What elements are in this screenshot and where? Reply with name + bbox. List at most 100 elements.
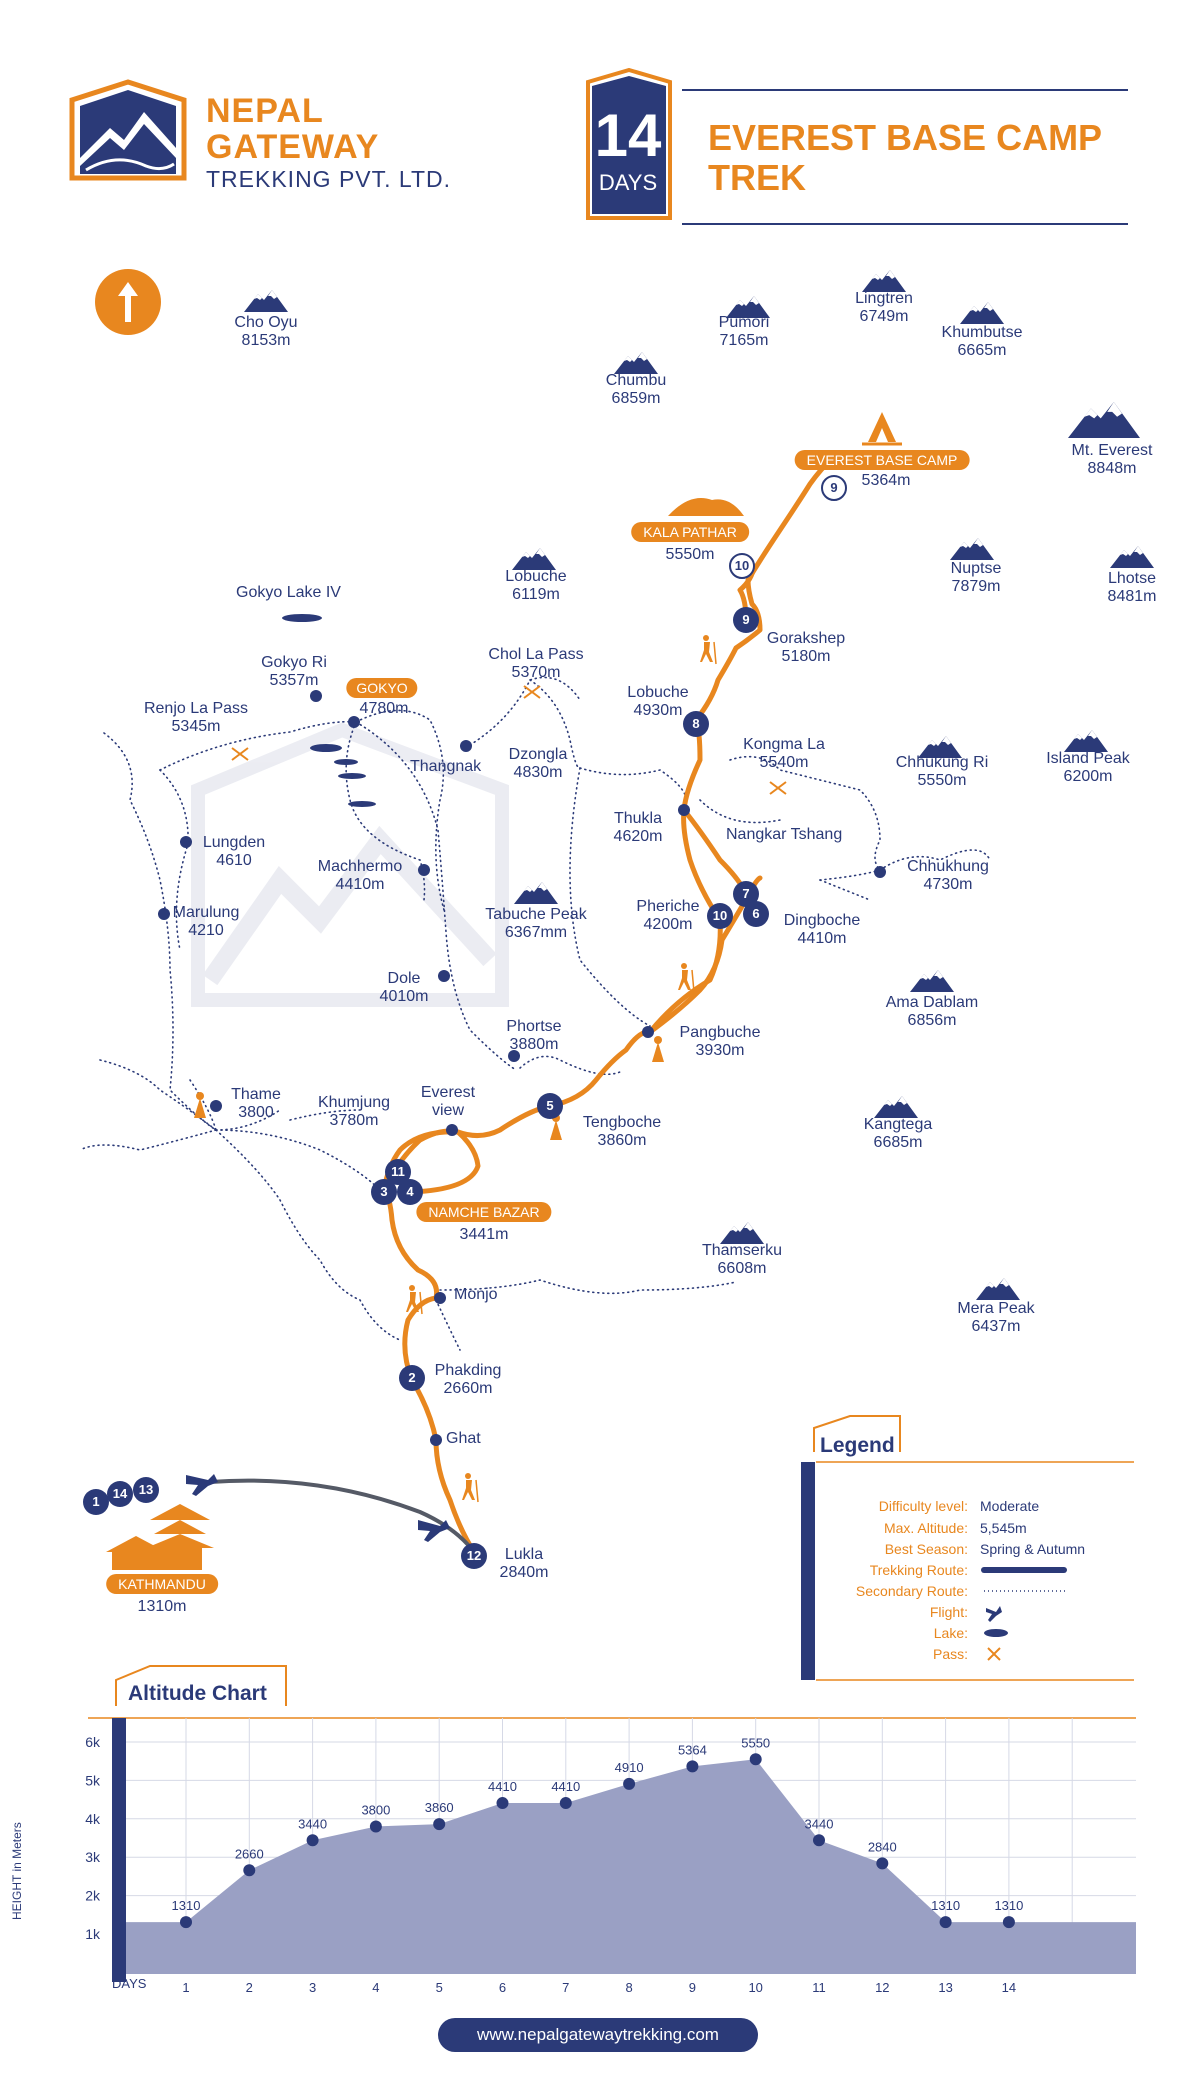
plane-icon [986,1606,1002,1622]
secondary-routes [79,676,991,1351]
day-11-namche: 11 [391,1164,405,1179]
logo-mountain-icon [69,79,187,181]
altitude-point [876,1857,889,1870]
x-tick-label: 9 [689,1980,696,1995]
lake-icon [282,614,376,807]
website-link[interactable]: www.nepalgatewaytrekking.com [438,2018,758,2052]
day-8-lobuche: 8 [692,716,700,731]
flight-route [209,1478,476,1554]
pass-icon [231,685,787,795]
altitude-point [813,1834,825,1847]
chart-tab [115,1665,287,1706]
altitude-point [306,1834,319,1847]
altitude-value-label: 1310 [172,1898,201,1913]
legend-key-max-altitude: Max. Altitude: [883,1520,968,1536]
x-tick-label: 8 [625,1980,632,1995]
legend-key-difficulty: Difficulty level: [878,1498,968,1514]
x-tick-label: 10 [748,1980,762,1995]
kathmandu-altitude: 1310m [137,1598,187,1615]
chart-ylabel: HEIGHT in Meters [10,1822,24,1920]
marker-ebc [821,475,847,501]
day-6-dingboche: 6 [752,906,760,921]
legend-key-lake: Lake: [933,1625,968,1641]
altitude-value-label: 4410 [551,1779,580,1794]
days-label: DAYS [598,170,658,195]
x-tick-label: 14 [1002,1980,1016,1995]
y-tick-label: 6k [85,1734,101,1750]
legend-title: Legend [820,1434,895,1457]
altitude-point [369,1820,382,1833]
day-13-kathmandu: 13 [138,1482,154,1497]
chart-title: Altitude Chart [128,1682,267,1705]
day-5-tengboche: 5 [546,1098,554,1113]
day-2-phakding: 2 [408,1370,416,1385]
x-tick-label: 12 [875,1980,889,1995]
watermark-logo [191,722,509,1007]
x-tick-label: 7 [562,1980,569,1995]
legend-value-max-altitude: 5,545m [980,1520,1027,1536]
legend-tab-outline [813,1415,901,1452]
chart-left-bar [112,1718,126,1982]
x-tick-label: 3 [309,1980,316,1995]
altitude-point [433,1818,446,1831]
x-tick-label: 4 [372,1980,379,1995]
x-tick-label: 1 [182,1980,189,1995]
chart-points [180,1753,1015,1929]
y-tick-label: 3k [85,1849,101,1865]
chart-xlabel: DAYS [112,1976,147,1991]
y-tick-label: 5k [85,1772,101,1788]
day-9-gorakshep: 9 [742,612,750,627]
altitude-value-label: 1310 [994,1898,1023,1913]
altitude-value-label: 3860 [425,1800,454,1815]
kala-pathar-tag: KALA PATHAR [631,522,749,542]
altitude-value-label: 3800 [361,1802,390,1817]
altitude-value-label: 4410 [488,1779,517,1794]
day-14-kathmandu: 14 [112,1486,128,1501]
altitude-value-label: 2840 [868,1839,897,1854]
camp-tent-icon [862,412,902,446]
legend-key-flight: Flight: [929,1604,968,1620]
trek-title: EVEREST BASE CAMP TREK [708,117,1102,198]
legend-key-secondary-route: Secondary Route: [855,1583,968,1599]
legend-key-pass: Pass: [932,1646,968,1662]
namche-altitude: 3441m [459,1226,509,1243]
place-gokyo-lake: Gokyo Lake IV [236,584,341,601]
altitude-point [559,1797,572,1810]
altitude-value-label: 4910 [615,1760,644,1775]
altitude-value-label: 1310 [931,1898,960,1913]
ebc-altitude: 5364m [861,472,911,489]
marker-kala [729,553,755,579]
monastery-icon [194,1036,664,1140]
hiker-icon [406,635,717,1503]
y-tick-label: 1k [85,1926,101,1942]
